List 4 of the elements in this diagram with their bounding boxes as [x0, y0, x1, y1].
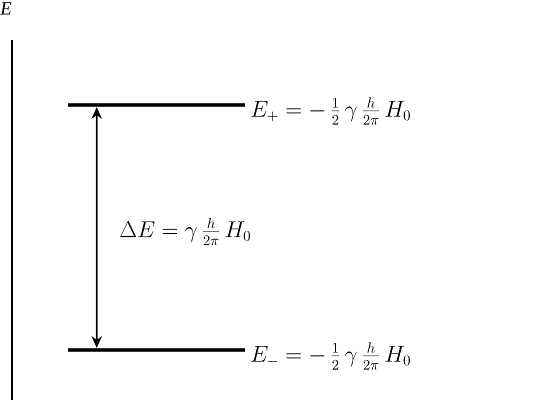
energy-formula: $E_+ = -\,\frac{1}{2}\,\gamma\,\frac{h}{2\pi}\,H_0$ — [251, 97, 410, 125]
axis-label: E — [0, 2, 12, 14]
energy-formula: $E_- = -\,\frac{1}{2}\,\gamma\,\frac{h}{2\pi}\,H_0$ — [251, 342, 410, 370]
edge-label: $\Delta E = \gamma\,\frac{h}{2\pi}\,H_0$ — [120, 218, 250, 246]
